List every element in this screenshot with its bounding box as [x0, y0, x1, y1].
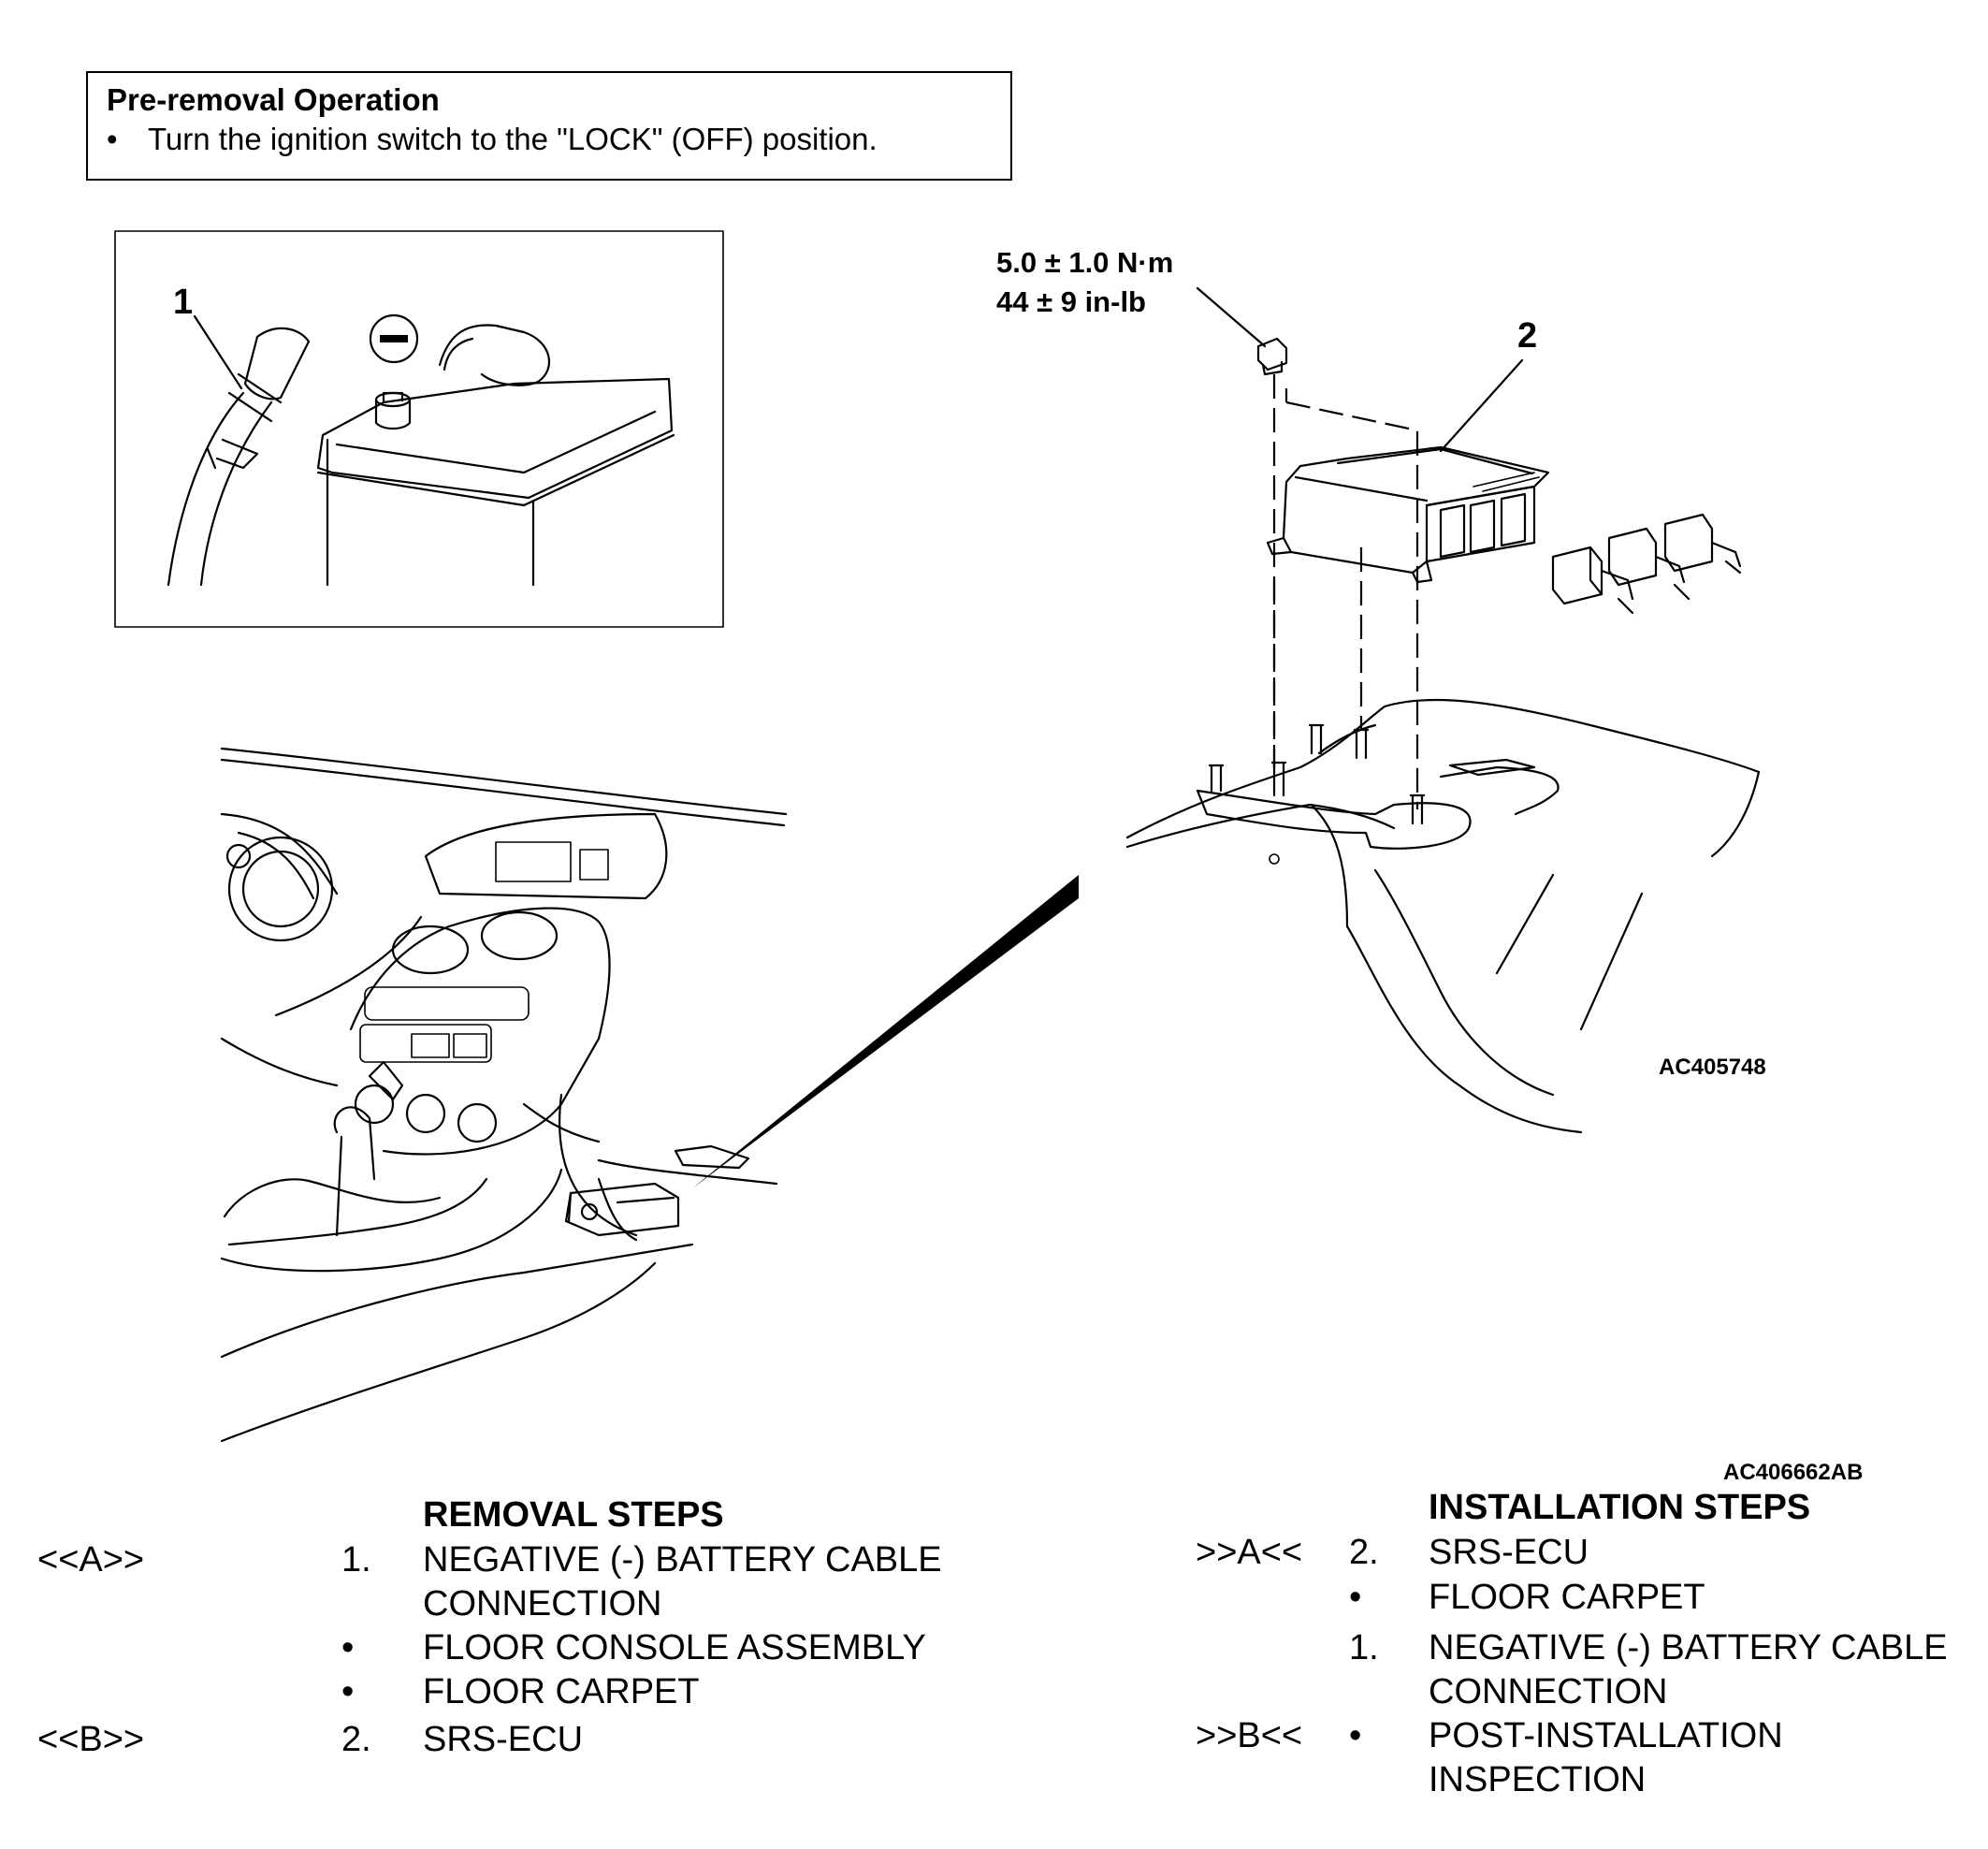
detail-figure-ref: AC405748: [1659, 1055, 1766, 1080]
removal-step-marker: •: [341, 1628, 355, 1667]
dashboard-scene: [220, 747, 1079, 1443]
removal-step-marker: 2.: [341, 1720, 371, 1759]
removal-step-text: FLOOR CARPET: [423, 1672, 700, 1711]
removal-step-text: SRS-ECU: [423, 1720, 584, 1759]
bullet-icon: •: [107, 122, 118, 156]
removal-step-marker: 1.: [341, 1540, 371, 1580]
installation-step-code: >>A<<: [1196, 1533, 1303, 1572]
installation-step-text: SRS-ECU: [1429, 1533, 1589, 1572]
pre-removal-instruction: • Turn the ignition switch to the "LOCK" …: [107, 122, 878, 157]
ecu-connectors: [1551, 513, 1742, 615]
part-2-label: 2: [1517, 316, 1538, 356]
pre-removal-title: Pre-removal Operation: [107, 82, 440, 117]
minus-sign: [380, 335, 408, 342]
removal-step-marker: •: [341, 1672, 355, 1711]
removal-step-text: NEGATIVE (-) BATTERY CABLE: [423, 1540, 942, 1580]
pre-removal-box: Pre-removal Operation • Turn the ignition…: [86, 71, 1012, 181]
minus-terminal-icon: [369, 313, 419, 364]
srs-ecu-detail: [1125, 286, 1761, 1134]
removal-step-code: <<A>>: [37, 1540, 145, 1580]
part-1-label: 1: [173, 283, 194, 322]
removal-heading: REMOVAL STEPS: [423, 1495, 724, 1535]
installation-step-marker: •: [1349, 1578, 1362, 1617]
installation-step-marker: 2.: [1349, 1533, 1379, 1572]
torque-inlb-label: 44 ± 9 in-lb: [996, 285, 1146, 318]
battery-inset: [114, 230, 724, 628]
removal-step-text: FLOOR CONSOLE ASSEMBLY: [423, 1628, 926, 1667]
torque-nm-label: 5.0 ± 1.0 N·m: [996, 246, 1174, 279]
installation-step-marker: •: [1349, 1716, 1362, 1755]
installation-step-code: >>B<<: [1196, 1716, 1303, 1755]
installation-step-text: NEGATIVE (-) BATTERY CABLE: [1429, 1628, 1948, 1667]
installation-step-text: POST-INSTALLATION: [1429, 1716, 1783, 1755]
pre-removal-text: Turn the ignition switch to the "LOCK" (…: [148, 122, 878, 156]
installation-step-text: FLOOR CARPET: [1429, 1578, 1705, 1617]
main-figure-ref: AC406662AB: [1723, 1460, 1864, 1485]
installation-step-marker: 1.: [1349, 1628, 1379, 1667]
removal-step-text: CONNECTION: [423, 1584, 662, 1623]
installation-step-text: CONNECTION: [1429, 1672, 1668, 1711]
removal-step-code: <<B>>: [37, 1720, 145, 1759]
installation-step-text: INSPECTION: [1429, 1760, 1647, 1799]
installation-heading: INSTALLATION STEPS: [1429, 1488, 1811, 1527]
